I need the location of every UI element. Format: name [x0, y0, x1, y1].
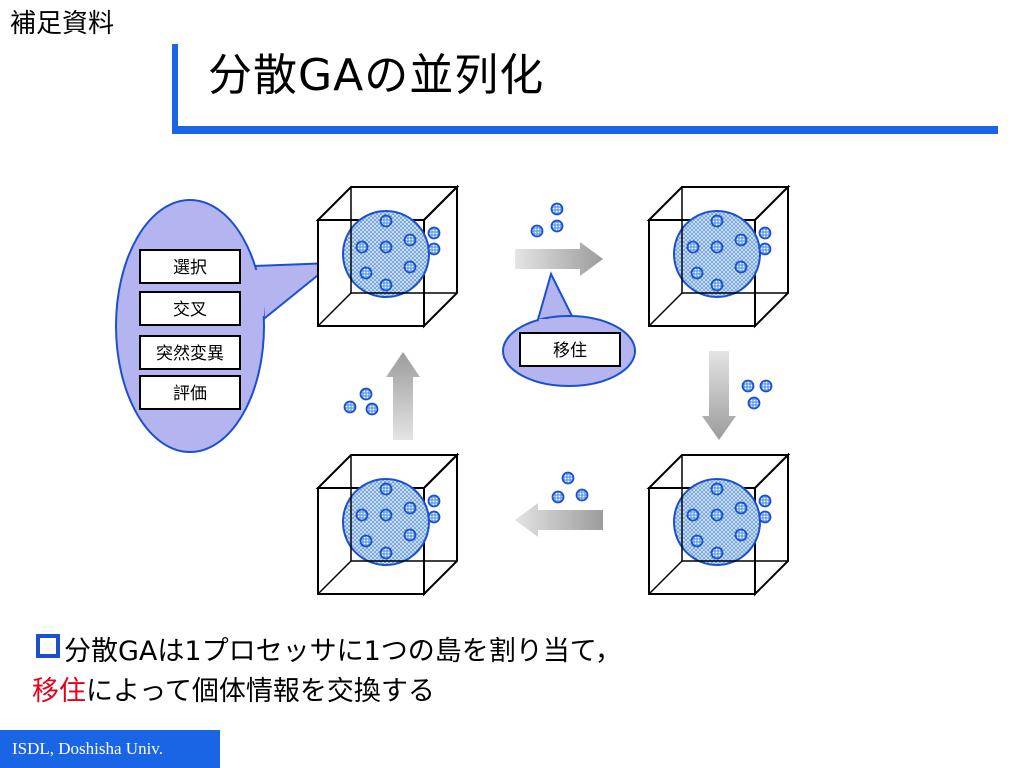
title-underline: [172, 126, 998, 134]
bullet-square-icon: [36, 634, 60, 658]
individual: [379, 508, 393, 522]
island-top-left: [315, 184, 460, 329]
individual: [379, 546, 393, 560]
individual: [355, 240, 369, 254]
cube-hidden-edge: [317, 292, 352, 327]
arrow-up-migration: [386, 352, 420, 440]
migrant-individual: [365, 402, 379, 416]
individual: [734, 501, 748, 515]
operation-label: 評価: [173, 384, 207, 404]
arrow-left-migration: [515, 503, 603, 537]
individual: [690, 534, 704, 548]
individual: [758, 226, 772, 240]
summary-bullet: 分散GAは1プロセッサに1つの島を割り当て， 移住によって個体情報を交換する: [32, 632, 622, 712]
island-bottom-left: [315, 452, 460, 597]
individual: [427, 242, 441, 256]
migrant-individual: [561, 471, 575, 485]
slide-title: 分散GAの並列化: [208, 50, 545, 101]
cube-hidden-edge: [648, 560, 683, 595]
migration-callout: [502, 271, 636, 387]
individual: [379, 278, 393, 292]
individual: [403, 233, 417, 247]
title-accent-bar: [172, 44, 178, 132]
migrating-individuals: [343, 202, 773, 504]
migrant-individual: [759, 379, 773, 393]
migrant-individual: [550, 202, 564, 216]
individual: [427, 510, 441, 524]
operation-box: [139, 291, 241, 326]
individual: [734, 233, 748, 247]
migrant-individual: [575, 488, 589, 502]
individual: [710, 214, 724, 228]
individual: [758, 242, 772, 256]
migrant-individual: [359, 387, 373, 401]
cube-hidden-edge: [317, 560, 352, 595]
operation-label: 選択: [173, 258, 207, 278]
individual: [686, 508, 700, 522]
individual: [734, 260, 748, 274]
individual: [710, 508, 724, 522]
individual: [359, 534, 373, 548]
bullet-line-1: 分散GAは1プロセッサに1つの島を割り当て，: [36, 632, 622, 672]
individual: [355, 508, 369, 522]
individual: [758, 494, 772, 508]
individual: [690, 266, 704, 280]
migration-label-box: 移住: [519, 332, 621, 367]
cube-hidden-edge: [648, 292, 683, 327]
footer-affiliation: ISDL, Doshisha Univ.: [0, 730, 220, 768]
migrant-individual: [741, 379, 755, 393]
operation-box: [139, 335, 241, 370]
migrant-individual: [530, 224, 544, 238]
bullet-line-2: 移住によって個体情報を交換する: [32, 672, 622, 712]
arrow-down-migration: [702, 351, 736, 440]
individual: [710, 278, 724, 292]
individual: [403, 501, 417, 515]
migrant-individual: [551, 490, 565, 504]
operation-box: [139, 375, 241, 410]
migration-label: 移住: [553, 341, 587, 361]
operation-label: 交叉: [173, 300, 207, 320]
individual: [427, 226, 441, 240]
bullet-text-1: 分散GAは1プロセッサに1つの島を割り当て，: [64, 636, 622, 667]
individual: [379, 482, 393, 496]
individual: [379, 214, 393, 228]
individual: [758, 510, 772, 524]
individual: [734, 528, 748, 542]
bullet-highlight: 移住: [32, 676, 86, 707]
migrant-individual: [343, 400, 357, 414]
migrant-individual: [550, 219, 564, 233]
supplementary-label: 補足資料: [10, 9, 115, 39]
island-bottom-right: [646, 452, 791, 597]
individual: [710, 240, 724, 254]
individual: [403, 528, 417, 542]
arrow-right-migration: [515, 242, 603, 276]
individual: [379, 240, 393, 254]
individual: [710, 482, 724, 496]
operation-label: 突然変異: [156, 344, 224, 364]
island-top-right: [646, 184, 791, 329]
migrant-individual: [747, 396, 761, 410]
operation-box: [139, 249, 241, 284]
bullet-text-2: によって個体情報を交換する: [86, 676, 435, 707]
individual: [427, 494, 441, 508]
individual: [710, 546, 724, 560]
individual: [686, 240, 700, 254]
individual: [359, 266, 373, 280]
individual: [403, 260, 417, 274]
